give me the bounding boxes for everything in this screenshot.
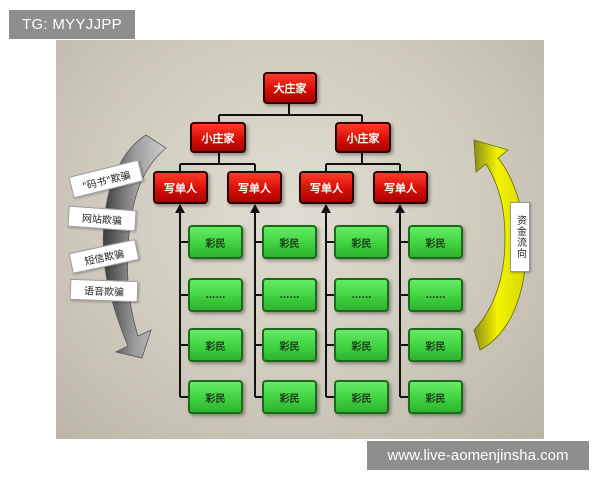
diagram-photo: 大庄家 小庄家 小庄家 写单人 写单人 写单人 写单人 彩民 彩民 彩民 彩民 … [56,40,544,439]
player-box: 彩民 [334,328,389,362]
player-box: 彩民 [262,380,317,414]
player-box: 彩民 [188,328,243,362]
root-node: 大庄家 [263,72,317,104]
writer-node-4: 写单人 [373,171,428,204]
connector-layer [102,104,527,398]
player-box: 彩民 [408,225,463,259]
player-box: 彩民 [334,225,389,259]
watermark-bottom-right: www.live-aomenjinsha.com [367,441,589,470]
watermark-top-left: TG: MYYJJPP [9,10,135,39]
player-box-ellipsis: …… [262,278,317,312]
money-flow-tag: 资金流向 [510,202,530,272]
player-box: 彩民 [334,380,389,414]
sub-node-left: 小庄家 [190,122,246,153]
writer-node-2: 写单人 [227,171,282,204]
sub-node-right: 小庄家 [335,122,391,153]
right-arrow-icon [473,139,527,351]
player-box-ellipsis: …… [188,278,243,312]
player-box-ellipsis: …… [334,278,389,312]
player-box: 彩民 [408,380,463,414]
player-box: 彩民 [262,328,317,362]
player-box: 彩民 [188,225,243,259]
writer-node-3: 写单人 [299,171,354,204]
player-box: 彩民 [408,328,463,362]
fraud-tag-voice: 语音欺骗 [69,278,139,303]
player-box-ellipsis: …… [408,278,463,312]
player-box: 彩民 [188,380,243,414]
player-box: 彩民 [262,225,317,259]
writer-node-1: 写单人 [153,171,208,204]
